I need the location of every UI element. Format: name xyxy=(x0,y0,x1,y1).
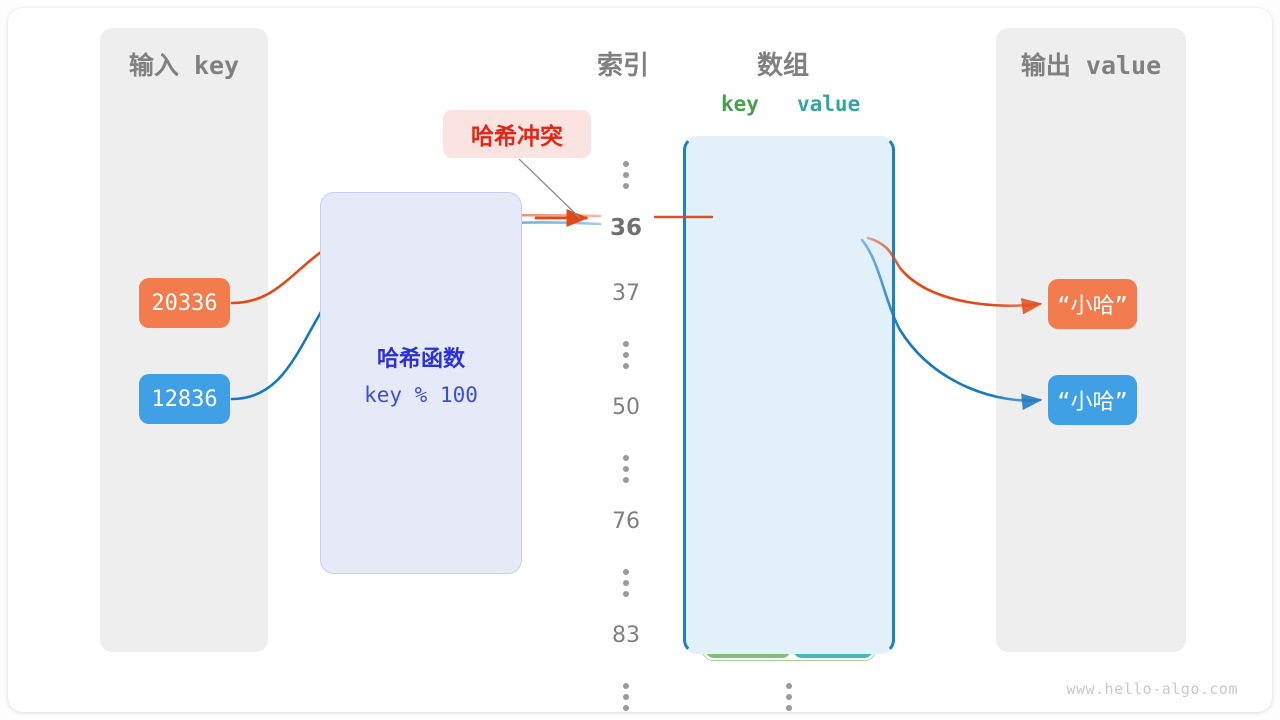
output-value-chip-0[interactable]: “小哈” xyxy=(1048,279,1137,329)
index-label-50: 50 xyxy=(612,395,640,420)
index-ellipsis xyxy=(622,161,630,189)
input-panel-title: 输入 key xyxy=(128,51,240,80)
key-subheading: key xyxy=(721,92,759,116)
index-column-heading: 索引 xyxy=(597,51,650,81)
index-ellipsis xyxy=(622,341,630,369)
index-label-37: 37 xyxy=(612,281,640,306)
index-ellipsis xyxy=(622,455,630,483)
index-ellipsis xyxy=(622,683,630,711)
hash-collision-badge: 哈希冲突 xyxy=(443,110,591,158)
input-key-panel: 输入 key xyxy=(100,28,268,652)
index-label-76: 76 xyxy=(612,509,640,534)
array-ellipsis xyxy=(785,683,793,711)
output-panel-title: 输出 value xyxy=(1020,51,1162,80)
input-key-chip-0[interactable]: 20336 xyxy=(139,278,230,328)
output-value-panel: 输出 value xyxy=(996,28,1186,652)
array-container xyxy=(683,136,895,654)
index-ellipsis xyxy=(622,569,630,597)
hash-function-title: 哈希函数 xyxy=(376,347,465,372)
output-value-chip-1[interactable]: “小哈” xyxy=(1048,375,1137,425)
hash-function-box: 哈希函数 key % 100 xyxy=(320,192,522,574)
value-subheading: value xyxy=(797,92,861,116)
input-key-chip-1[interactable]: 12836 xyxy=(139,374,230,424)
index-label-36: 36 xyxy=(609,215,642,241)
index-label-83: 83 xyxy=(612,623,640,648)
array-column-heading: 数组 xyxy=(757,51,810,81)
hash-function-formula: key % 100 xyxy=(364,383,478,407)
site-watermark: www.hello-algo.com xyxy=(1066,680,1238,698)
hash-collision-label: 哈希冲突 xyxy=(471,124,563,150)
